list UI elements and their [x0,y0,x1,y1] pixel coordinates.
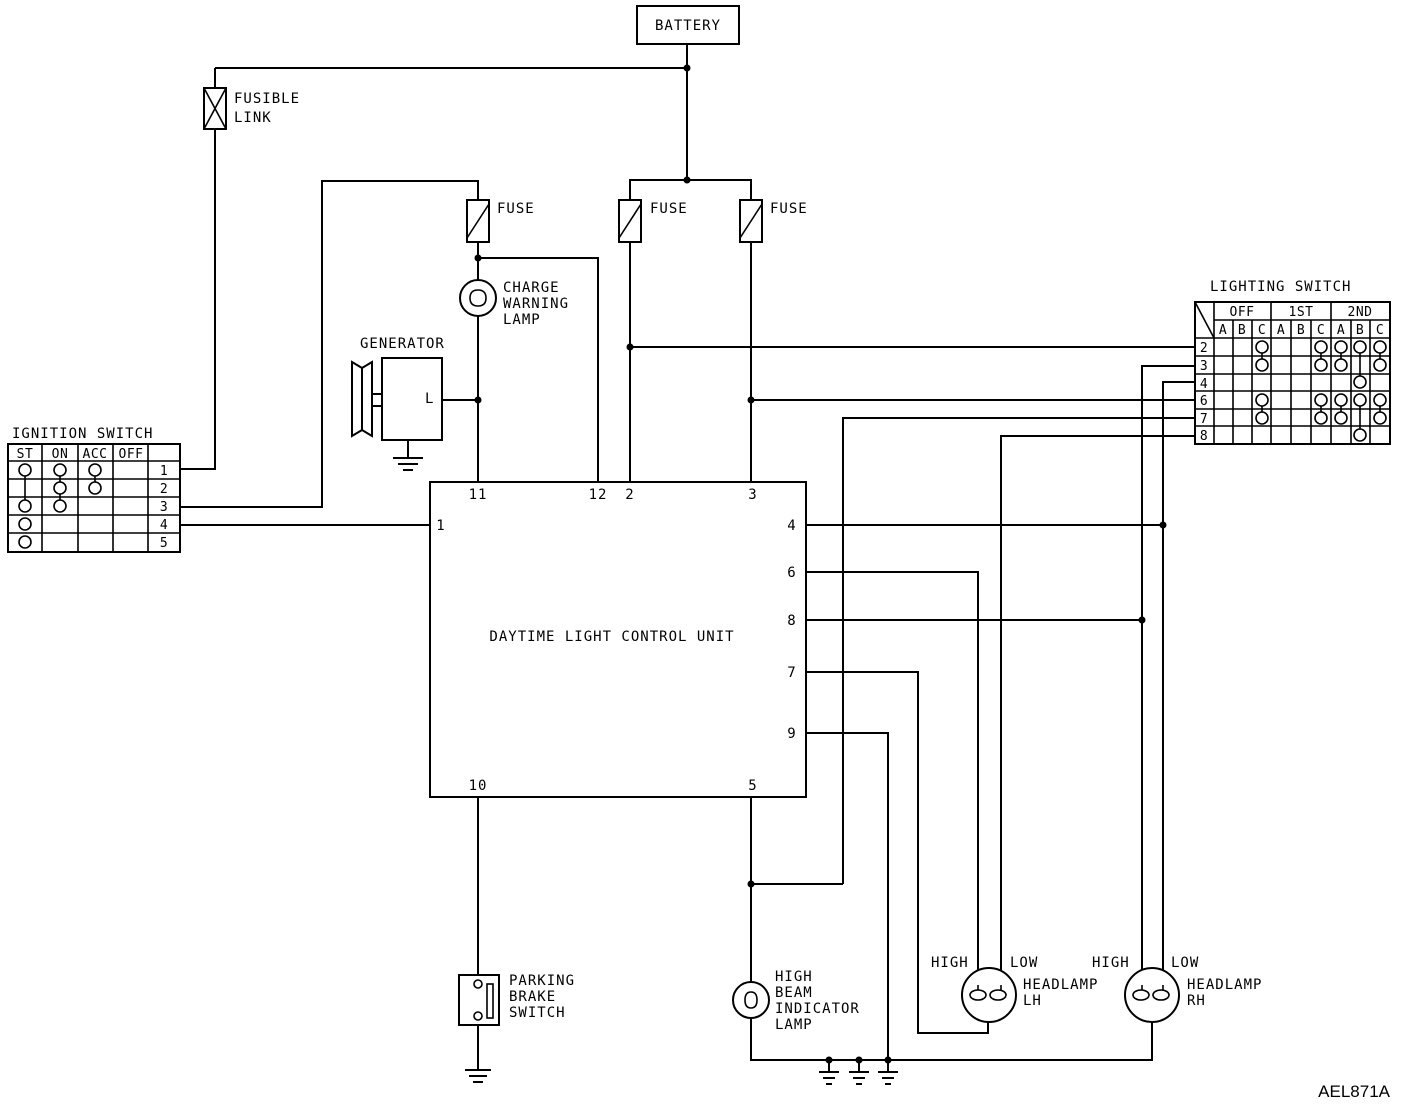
headlamp-rh-label-1: HEADLAMP [1187,977,1262,993]
pin-2: 2 [625,487,634,503]
ign-row-5: 5 [160,536,168,551]
ground-icon [819,1071,839,1085]
headlamp-lh-label-1: HEADLAMP [1023,977,1098,993]
generator: GENERATOR L [351,336,445,471]
charge-lamp-label-3: LAMP [503,312,541,328]
ls-row-3: 3 [1200,359,1208,374]
headlamp-lh: HIGH LOW HEADLAMP LH [931,955,1098,1023]
ignition-switch-title: IGNITION SWITCH [12,426,153,442]
fusible-link: FUSIBLE LINK [203,87,300,130]
high-beam-label-2: BEAM [775,985,813,1001]
ls-group-off: OFF [1230,305,1255,320]
fuse-2: FUSE [618,199,688,243]
fuse-1-label: FUSE [497,201,535,217]
ground-icon [465,1069,491,1083]
ls-row-2: 2 [1200,341,1208,356]
lighting-switch-title: LIGHTING SWITCH [1210,279,1351,295]
ls-contacts [1255,340,1387,442]
ign-col-acc: ACC [83,447,108,462]
pin-12: 12 [589,487,608,503]
battery-label: BATTERY [655,18,721,34]
pin-9: 9 [787,726,796,742]
control-unit-label: DAYTIME LIGHT CONTROL UNIT [489,629,734,645]
ls-row-6: 6 [1200,394,1208,409]
generator-terminal-l: L [425,391,434,407]
parking-brake-label-3: SWITCH [509,1005,566,1021]
ls-group-1st: 1ST [1289,305,1314,320]
ign-row-3: 3 [160,500,168,515]
ls-col-3: C [1258,323,1266,338]
ls-col-8: B [1356,323,1364,338]
ls-row-8: 8 [1200,429,1208,444]
high-beam-label-4: LAMP [775,1017,813,1033]
headlamp-lh-high: HIGH [931,955,969,971]
ls-row-7: 7 [1200,412,1208,427]
ls-col-5: B [1297,323,1305,338]
wires [180,44,1195,1072]
pin-7: 7 [787,665,796,681]
charge-lamp-label-2: WARNING [503,296,569,312]
headlamp-lh-low: LOW [1010,955,1038,971]
lighting-switch: LIGHTING SWITCH OFF 1ST 2ND A B C A B C … [1194,279,1391,445]
ls-row-4: 4 [1200,377,1208,392]
ls-col-6: C [1317,323,1325,338]
ign-contacts [18,463,102,549]
headlamp-rh-high: HIGH [1092,955,1130,971]
parking-brake-label-2: BRAKE [509,989,556,1005]
headlamp-rh-low: LOW [1171,955,1199,971]
ls-col-1: A [1219,323,1227,338]
ls-col-2: B [1238,323,1246,338]
charge-lamp-label-1: CHARGE [503,280,560,296]
ign-col-on: ON [52,447,69,462]
ls-col-4: A [1277,323,1285,338]
parking-brake-label-1: PARKING [509,973,575,989]
fusible-link-label-1: FUSIBLE [234,91,300,107]
ign-row-4: 4 [160,518,168,533]
headlamp-lh-label-2: LH [1023,993,1042,1009]
ign-row-1: 1 [160,464,168,479]
fuse-1: FUSE [466,199,535,243]
headlamp-rh: HIGH LOW HEADLAMP RH [1092,955,1262,1023]
parking-brake-switch: PARKING BRAKE SWITCH [458,973,575,1083]
ground-icon [849,1071,869,1085]
ground-icon [878,1071,898,1085]
ign-row-2: 2 [160,482,168,497]
pin-3: 3 [748,487,757,503]
ignition-switch: IGNITION SWITCH ST ON ACC OFF 1 2 3 4 5 [7,426,181,553]
generator-label: GENERATOR [360,336,445,352]
ls-group-2nd: 2ND [1348,305,1373,320]
high-beam-indicator-lamp: HIGH BEAM INDICATOR LAMP [732,969,860,1033]
ground-icon [393,457,423,471]
ls-col-7: A [1337,323,1345,338]
battery: BATTERY [636,5,740,45]
figure-id: AEL871A [1318,1082,1390,1101]
pin-6: 6 [787,565,796,581]
pin-1: 1 [436,518,445,534]
fuse-2-label: FUSE [650,201,688,217]
pin-8: 8 [787,613,796,629]
pin-10: 10 [469,778,488,794]
fuse-3: FUSE [739,199,808,243]
pin-5: 5 [748,778,757,794]
high-beam-label-1: HIGH [775,969,813,985]
fuse-3-label: FUSE [770,201,808,217]
pin-11: 11 [469,487,488,503]
ls-col-9: C [1376,323,1384,338]
ign-col-st: ST [17,447,34,462]
high-beam-label-3: INDICATOR [775,1001,860,1017]
fusible-link-label-2: LINK [234,110,272,126]
headlamp-rh-label-2: RH [1187,993,1206,1009]
charge-warning-lamp: CHARGE WARNING LAMP [459,279,569,328]
ign-col-off: OFF [119,447,144,462]
daytime-light-control-unit: DAYTIME LIGHT CONTROL UNIT 11 12 2 3 1 4… [429,481,807,798]
pin-4: 4 [787,518,796,534]
